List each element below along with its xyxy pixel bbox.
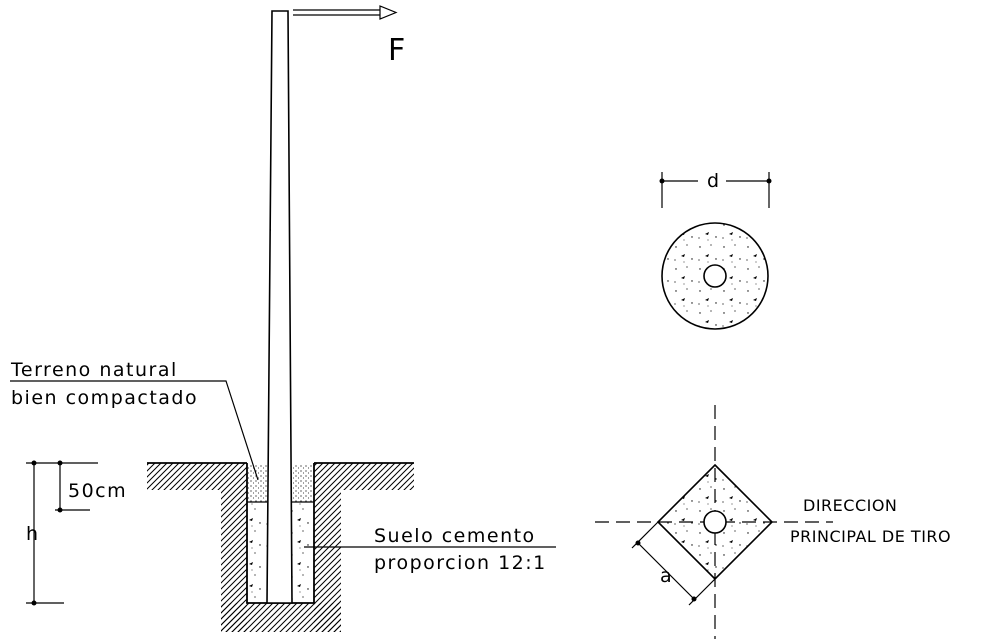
square-foundation	[656, 463, 774, 581]
soil-label-line1: Suelo cemento	[374, 525, 536, 547]
depth-top-label: 50cm	[68, 480, 127, 502]
direction-label-line2: PRINCIPAL DE TIRO	[790, 527, 951, 546]
pole	[266, 10, 293, 604]
diameter-dimension	[659, 172, 772, 208]
compacted-soil-fill	[247, 464, 314, 503]
soil-label-line2: proporcion 12:1	[374, 552, 547, 574]
diameter-label: d	[707, 170, 721, 192]
force-arrow	[293, 5, 398, 20]
side-dimension	[631, 521, 716, 606]
side-label: a	[660, 565, 673, 587]
force-label: F	[388, 33, 405, 68]
depth-total-label: h	[26, 523, 40, 545]
soil-cement-fill	[248, 503, 313, 602]
circular-foundation	[661, 222, 769, 330]
ground-hatching	[147, 463, 414, 632]
ground-label-line2: bien compactado	[11, 387, 198, 409]
ground-leader-line	[10, 380, 259, 481]
ground-label-line1: Terreno natural	[10, 359, 178, 381]
depth-dimension-lines	[26, 460, 98, 606]
direction-label-line1: DIRECCION	[803, 496, 897, 515]
